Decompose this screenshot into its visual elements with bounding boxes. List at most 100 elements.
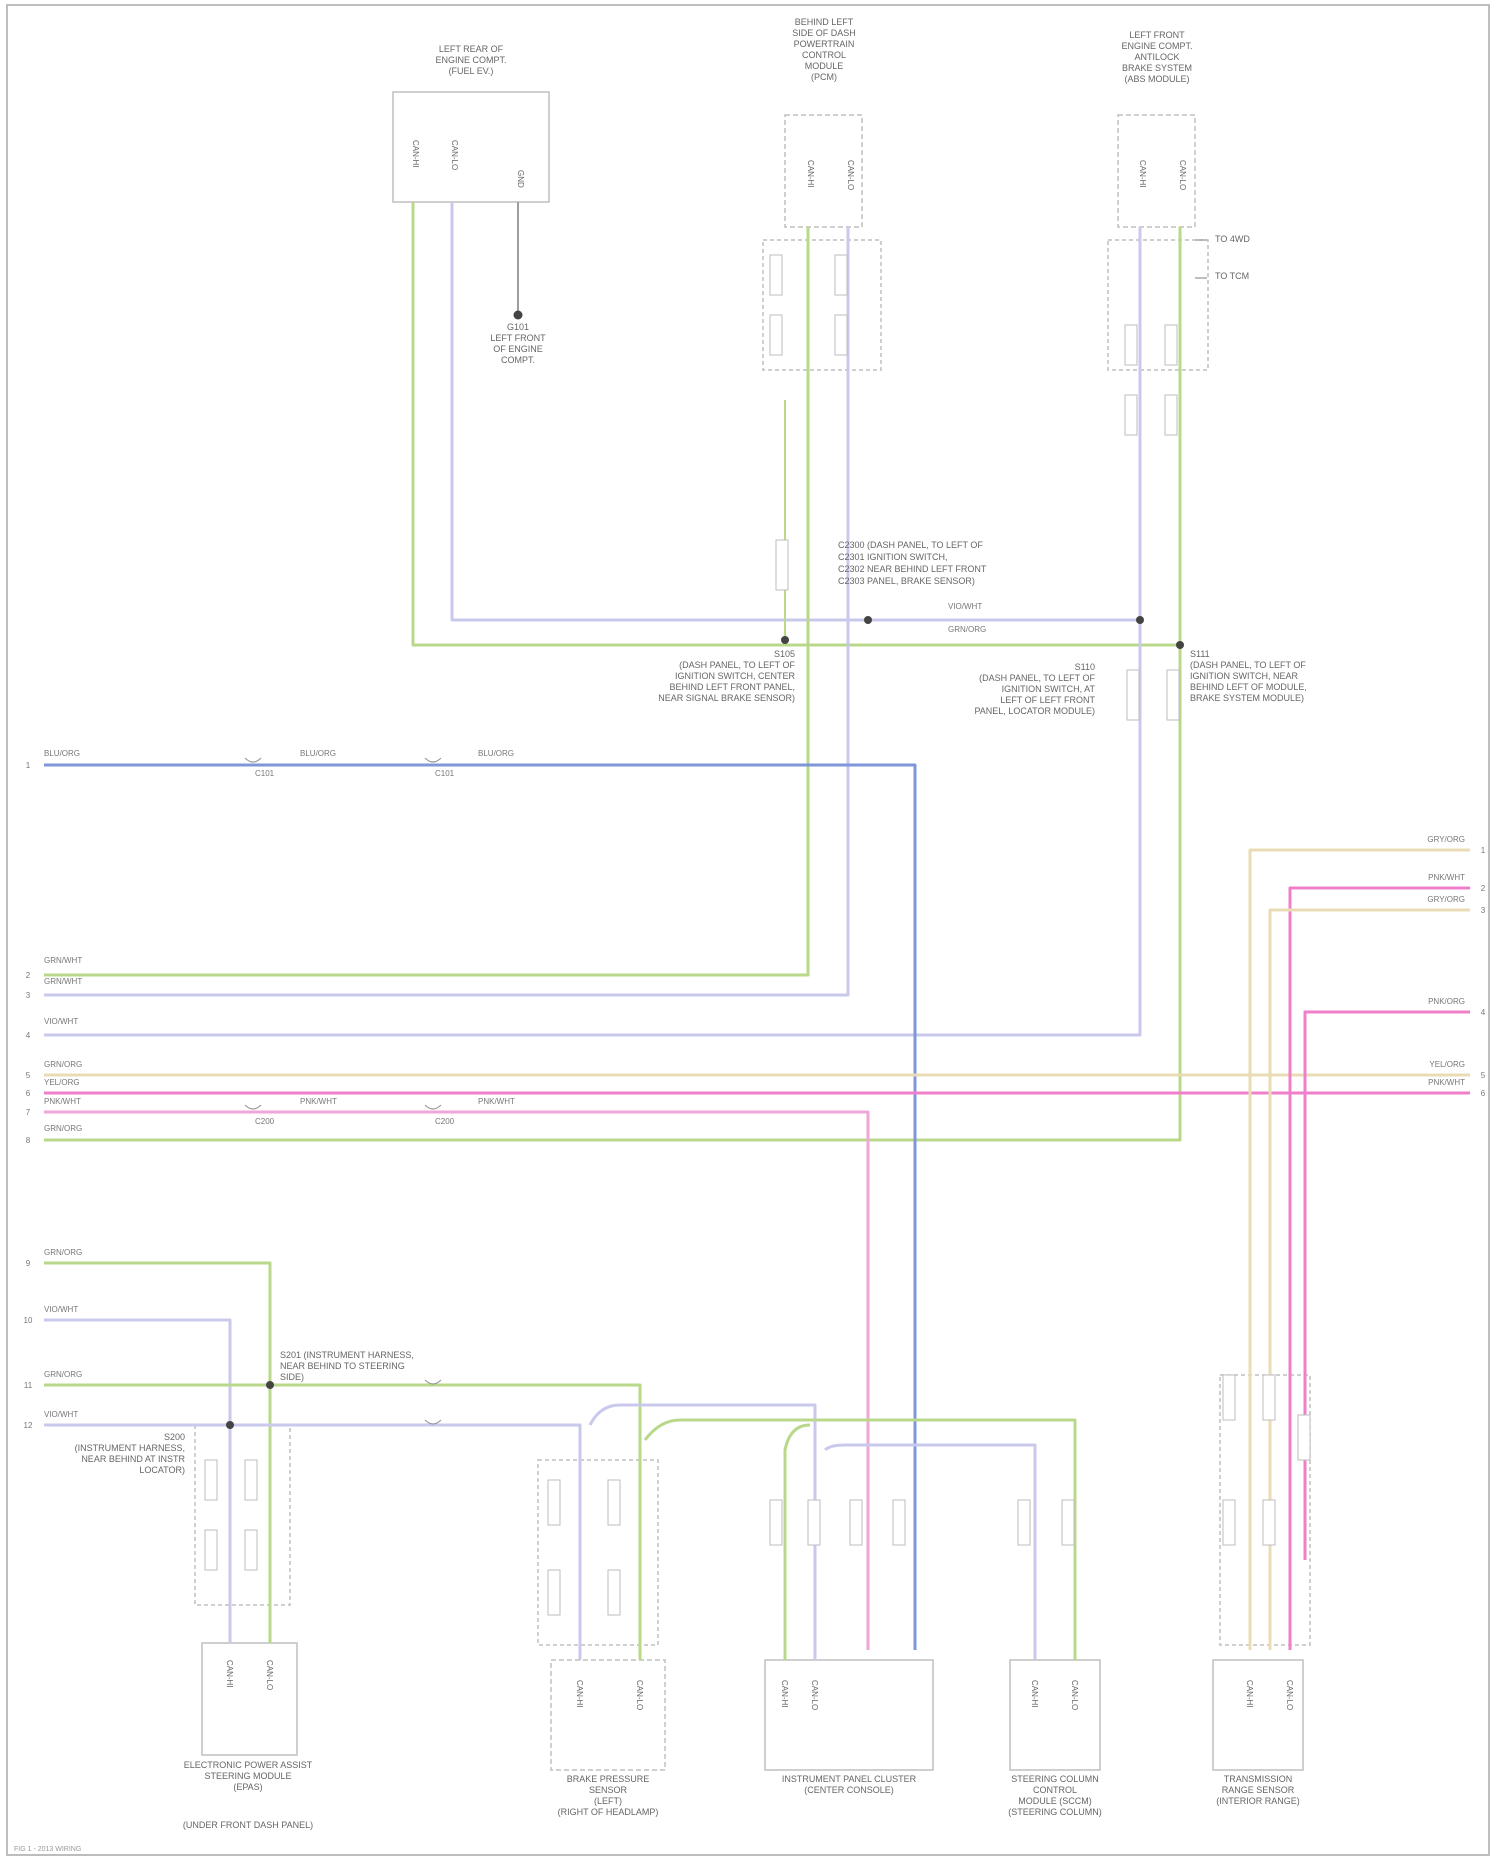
connector-pin-icon (1165, 325, 1177, 365)
connector-pin-icon (770, 315, 782, 355)
splices (226, 311, 1184, 1430)
connector-pin-icon (205, 1460, 217, 1500)
pin-label: CAN-LO (265, 1660, 274, 1690)
component-title-sccm: (STEERING COLUMN) (1008, 1807, 1102, 1817)
pin-label: CAN-LO (450, 140, 459, 170)
pin-label: CAN-LO (810, 1680, 819, 1710)
splice-note-s200: S200 (164, 1432, 185, 1442)
component-title-sccm: STEERING COLUMN (1011, 1774, 1099, 1784)
terminal-number: 5 (1481, 1071, 1486, 1080)
splice-dot-icon (1136, 616, 1144, 624)
terminal-number: 3 (26, 991, 31, 1000)
wire-label: GRY/ORG (1427, 895, 1465, 904)
wire-label: PNK/WHT (44, 1097, 81, 1106)
wire-label: BLU/ORG (300, 749, 336, 758)
connector-box-top-right (1108, 240, 1208, 370)
inline-connectors (245, 240, 1207, 1424)
wire-fuel-ev-green (413, 202, 1180, 645)
connector-pin-icon (1018, 1500, 1030, 1545)
box-epas (202, 1643, 297, 1755)
component-title-fuel-ev: LEFT REAR OF (439, 44, 504, 54)
splice-note-s200: LOCATOR) (139, 1465, 185, 1475)
component-title-sccm: CONTROL (1033, 1785, 1077, 1795)
connector-pin-icon (1125, 395, 1137, 435)
terminal-number: 4 (1481, 1008, 1486, 1017)
wire-label: VIO/WHT (44, 1017, 78, 1026)
pin-label: CAN-HI (1030, 1680, 1039, 1708)
connector-pin-icon (1195, 240, 1207, 278)
connector-box-bottom-1 (195, 1425, 290, 1605)
connector-pin-icon (770, 255, 782, 295)
ground-label: LEFT FRONT (490, 333, 546, 343)
splice-note-s105: BEHIND LEFT FRONT PANEL, (669, 682, 795, 692)
connector-pin-icon (548, 1480, 560, 1525)
connector-pin-icon (1167, 670, 1179, 720)
wire-label: PNK/WHT (1428, 1078, 1465, 1087)
wire-label: GRN/ORG (44, 1370, 82, 1379)
wire-label: GRN/WHT (44, 956, 82, 965)
wire-label: PNK/WHT (478, 1097, 515, 1106)
terminal-number: 2 (26, 971, 31, 980)
splice-dot-icon (226, 1421, 234, 1429)
terminal-number: 2 (1481, 884, 1486, 893)
splice-dot-icon (864, 616, 872, 624)
component-title-abs: (ABS MODULE) (1124, 74, 1189, 84)
connector-pin-icon (770, 1500, 782, 1545)
box-brake-sensor (551, 1660, 665, 1770)
component-title-trs: (INTERIOR RANGE) (1216, 1796, 1300, 1806)
connector-pin-icon (245, 1460, 257, 1500)
pin-label: CAN-LO (846, 160, 855, 190)
terminal-number: 12 (24, 1421, 33, 1430)
component-boxes (195, 92, 1310, 1770)
pin-label: CAN-HI (411, 140, 420, 168)
connector-pin-icon (893, 1500, 905, 1545)
terminal-number: 9 (26, 1259, 31, 1268)
wire-pcm-lavender (44, 227, 848, 995)
terminal-number: 5 (26, 1071, 31, 1080)
splice-note-s110: IGNITION SWITCH, AT (1002, 684, 1096, 694)
connector-pin-icon (425, 1420, 441, 1424)
wire-label: GRY/ORG (1427, 835, 1465, 844)
ground-label: COMPT. (501, 355, 535, 365)
wire-label: BLU/ORG (478, 749, 514, 758)
connector-pin-icon (205, 1530, 217, 1570)
arrow-label-tcm: TO TCM (1215, 271, 1249, 281)
splice-note-s200: NEAR BEHIND AT INSTR (81, 1454, 185, 1464)
splice-note-s110: (DASH PANEL, TO LEFT OF (979, 673, 1095, 683)
wire-label: GRN/ORG (44, 1248, 82, 1257)
pin-label: CAN-LO (1285, 1680, 1294, 1710)
pin-label: CAN-LO (635, 1680, 644, 1710)
arrow-label-4wd: TO 4WD (1215, 234, 1250, 244)
component-title-sccm: MODULE (SCCM) (1018, 1796, 1092, 1806)
wire-label: GRN/WHT (44, 977, 82, 986)
splice-dot-icon (1176, 641, 1184, 649)
terminal-number: 4 (26, 1031, 31, 1040)
pin-label: CAN-LO (1070, 1680, 1079, 1710)
pin-label: GND (516, 170, 525, 188)
splice-note-s111: BRAKE SYSTEM MODULE) (1190, 693, 1304, 703)
connector-pin-icon (1062, 1500, 1074, 1545)
component-title-brake-sensor: (RIGHT OF HEADLAMP) (558, 1807, 659, 1817)
wire-mid-green-b (785, 1425, 810, 1660)
box-cluster (765, 1660, 933, 1770)
splice-note-s201: NEAR BEHIND TO STEERING (280, 1361, 405, 1371)
connector-pin-icon (808, 1500, 820, 1545)
connector-pin-icon (1298, 1415, 1310, 1460)
component-title-brake-sensor: BRAKE PRESSURE (567, 1774, 650, 1784)
connector-note-c2300: C2302 NEAR BEHIND LEFT FRONT (838, 564, 987, 574)
component-title-fuel-ev: ENGINE COMPT. (435, 55, 506, 65)
connector-pin-icon (608, 1570, 620, 1615)
terminal-number: 3 (1481, 906, 1486, 915)
connector-pin-icon (1263, 1375, 1275, 1420)
terminal-number: 8 (26, 1136, 31, 1145)
wire-label: PNK/WHT (1428, 873, 1465, 882)
connector-pin-icon (835, 255, 847, 295)
component-title-trs: RANGE SENSOR (1222, 1785, 1295, 1795)
footer-caption: FIG 1 - 2013 WIRING (14, 1846, 81, 1853)
pin-label: CAN-HI (1245, 1680, 1254, 1708)
ground-label: G101 (507, 322, 529, 332)
wire-bl-lavender-1 (44, 1320, 230, 1643)
connector-pin-icon (1165, 395, 1177, 435)
wire-label: YEL/ORG (44, 1078, 80, 1087)
